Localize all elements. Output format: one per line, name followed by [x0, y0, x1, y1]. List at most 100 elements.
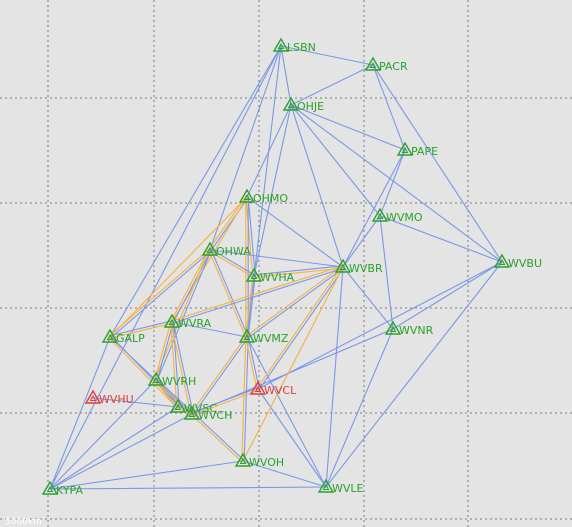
station-wvha[interactable]: WVHA — [245, 267, 295, 284]
edge-wvbr-wvcl-orange — [256, 265, 343, 389]
station-inner-triangle-icon — [168, 318, 176, 325]
station-inner-triangle-icon — [239, 457, 247, 464]
station-wvmo[interactable]: WVMO — [371, 207, 423, 224]
edge-galp-wvsc-blue — [110, 335, 180, 407]
edge-ohwa-galp-blue — [110, 250, 212, 339]
station-triangle-icon — [249, 380, 267, 395]
station-triangle-icon — [371, 207, 389, 222]
station-label: WVBU — [508, 257, 542, 270]
station-wvoh[interactable]: WVOH — [234, 452, 284, 469]
edge-wvha-wvmz-orange — [245, 275, 254, 338]
edge-kypa-wvle — [49, 486, 327, 490]
station-wvmz[interactable]: WVMZ — [238, 328, 289, 345]
edge-ohmo-galp — [109, 196, 248, 338]
station-triangle-icon — [384, 320, 402, 335]
edge-ohje-wvbr — [290, 104, 344, 268]
station-markers: LSBN PACR OHJE PAPE OHMO WVMO OHWA WVBU WVHA WVBR… — [41, 37, 542, 497]
station-label: WVMO — [386, 211, 423, 224]
station-label: OHWA — [216, 245, 251, 258]
edge-wvch-kypa — [49, 413, 193, 490]
edge-wvhu-wvsc — [92, 397, 179, 408]
edge-wvrh-wvoh-orange — [154, 380, 243, 463]
station-inner-triangle-icon — [277, 42, 285, 49]
station-triangle-icon — [282, 96, 300, 111]
station-triangle-icon — [245, 267, 263, 282]
edge-ohje-pape — [290, 104, 406, 151]
station-wvhu[interactable]: WVHU — [84, 389, 134, 406]
edge-lsbn-pacr — [280, 45, 374, 66]
station-triangle-icon — [101, 328, 119, 343]
station-inner-triangle-icon — [243, 193, 251, 200]
station-triangle-icon — [147, 371, 165, 386]
station-inner-triangle-icon — [174, 403, 182, 410]
station-wvra[interactable]: WVRA — [163, 313, 212, 330]
edge-wvha-wvbr-orange — [253, 267, 344, 278]
edge-wvmz-wvcl-blue — [247, 336, 260, 390]
edge-ohje-wvbu — [290, 104, 503, 263]
station-wvch[interactable]: WVCH — [183, 405, 232, 422]
edge-wvbr-wvnr — [342, 266, 394, 330]
station-wvnr[interactable]: WVNR — [384, 320, 434, 337]
edge-wvbr-wvmz-blue — [247, 267, 345, 339]
station-ohmo[interactable]: OHMO — [238, 188, 288, 205]
station-label: OHJE — [297, 100, 324, 113]
edge-wvsc-kypa — [49, 406, 179, 490]
station-inner-triangle-icon — [339, 263, 347, 270]
edge-ohwa-wvra-orange — [170, 248, 210, 322]
station-triangle-icon — [234, 452, 252, 467]
station-label: WVCH — [198, 409, 232, 422]
edge-ohmo-wvha-orange — [245, 196, 254, 277]
station-triangle-icon — [84, 389, 102, 404]
station-inner-triangle-icon — [106, 333, 114, 340]
station-inner-triangle-icon — [498, 258, 506, 265]
edge-ohwa-wvmz-blue — [210, 248, 249, 338]
edge-lsbn-ohje — [280, 45, 292, 106]
edge-ohwa-galp-orange — [108, 248, 210, 337]
edge-pacr-wvbu — [372, 64, 503, 263]
connection-lines — [49, 45, 503, 490]
edge-galp-wvsc-orange — [108, 337, 178, 409]
station-inner-triangle-icon — [254, 385, 262, 392]
edge-wvbr-wvra-orange — [171, 265, 344, 322]
edge-wvmz-wvch-blue — [192, 337, 249, 416]
station-pape[interactable]: PAPE — [396, 141, 438, 158]
station-label: PACR — [379, 60, 408, 73]
station-label: WVOH — [249, 456, 284, 469]
station-triangle-icon — [183, 405, 201, 420]
station-inner-triangle-icon — [243, 333, 251, 340]
station-lsbn[interactable]: LSBN — [272, 37, 316, 54]
edge-galp-wvra-orange — [109, 322, 173, 339]
station-label: WVMZ — [253, 332, 289, 345]
station-label: GALP — [116, 332, 145, 345]
edge-wvha-wvbr-blue — [253, 265, 344, 276]
station-ohje[interactable]: OHJE — [282, 96, 324, 113]
station-inner-triangle-icon — [46, 485, 54, 492]
station-inner-triangle-icon — [206, 246, 214, 253]
station-wvle[interactable]: WVLE — [317, 478, 364, 495]
edge-wvmo-wvbr — [342, 215, 381, 268]
station-inner-triangle-icon — [287, 101, 295, 108]
station-wvbu[interactable]: WVBU — [493, 253, 542, 270]
station-label: WVCL — [264, 384, 297, 397]
edge-wvch-wvcl-blue — [191, 387, 259, 414]
edge-wvcl-wvle — [257, 388, 327, 488]
edge-wvrh-kypa — [49, 379, 157, 490]
edge-lsbn-wvmz — [246, 45, 282, 338]
station-wvcl[interactable]: WVCL — [249, 380, 297, 397]
station-wvrh[interactable]: WVRH — [147, 371, 196, 388]
edge-wvbu-wvle — [325, 261, 503, 488]
edge-wvoh-kypa — [49, 460, 244, 490]
station-kypa[interactable]: KYPA — [41, 480, 83, 497]
station-triangle-icon — [201, 241, 219, 256]
station-galp[interactable]: GALP — [101, 328, 145, 345]
edge-galp-kypa — [49, 336, 111, 490]
edge-wvha-wvmz-blue — [247, 275, 256, 338]
edge-ohwa-wvra-blue — [172, 250, 212, 324]
station-label: LSBN — [287, 41, 316, 54]
station-pacr[interactable]: PACR — [364, 56, 408, 73]
edge-wvra-wvsc-orange — [170, 321, 178, 408]
edge-wvra-wvch-orange — [170, 321, 192, 415]
station-ohwa[interactable]: OHWA — [201, 241, 251, 258]
station-wvbr[interactable]: WVBR — [334, 258, 383, 275]
